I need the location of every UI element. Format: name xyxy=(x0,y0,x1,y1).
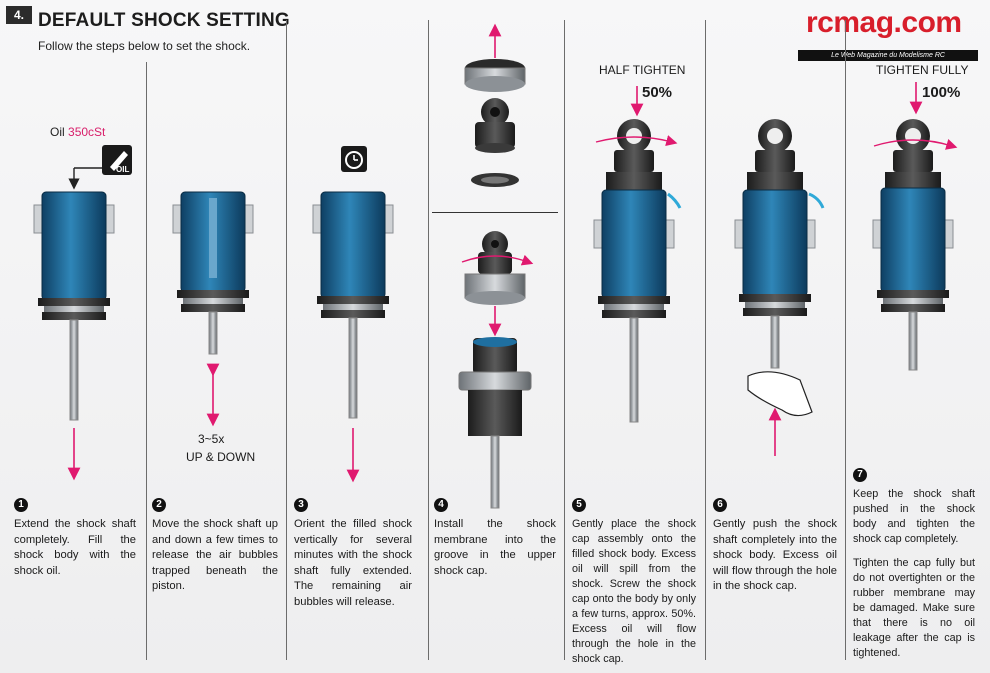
step-2: 2 Move the shock shaft up and down a few… xyxy=(152,498,278,595)
tighten-fully-percent: 100% xyxy=(922,84,961,101)
column-divider xyxy=(286,20,287,660)
logo-wordmark: rcmag.com xyxy=(806,6,962,39)
step4-assembly xyxy=(458,231,532,509)
step-1: 1 Extend the shock shaft completely. Fil… xyxy=(14,498,136,579)
logo-tagline: Le Web Magazine du Modelisme RC xyxy=(798,50,978,61)
column-divider xyxy=(428,20,429,660)
step-text: Keep the shock shaft pushed in the shock… xyxy=(853,488,975,545)
section-number: 4. xyxy=(6,6,32,24)
step-number: 4 xyxy=(434,498,448,512)
step5-shock xyxy=(593,119,682,423)
column-divider xyxy=(845,20,846,660)
step-text: Extend the shock shaft completely. Fill … xyxy=(14,518,136,577)
step-text: Gently place the shock cap assembly onto… xyxy=(572,518,696,665)
step-number: 6 xyxy=(713,498,727,512)
oil-viscosity: 350cSt xyxy=(68,125,106,139)
step-number: 2 xyxy=(152,498,166,512)
step-number: 3 xyxy=(294,498,308,512)
rcmag-logo: rcmag.com Le Web Magazine du Modelisme R… xyxy=(798,6,984,61)
tighten-fully-label: TIGHTEN FULLY xyxy=(876,63,969,77)
alarm-clock-icon xyxy=(341,146,367,172)
step3-shock xyxy=(312,191,394,419)
step7-shock xyxy=(872,119,954,371)
step6-shock xyxy=(734,119,825,369)
step-number: 7 xyxy=(853,468,867,482)
step4-divider xyxy=(432,212,558,213)
updown-text: UP & DOWN xyxy=(186,450,256,464)
step-number: 1 xyxy=(14,498,28,512)
step-text: Install the shock membrane into the groo… xyxy=(434,518,556,577)
step-text: Orient the filled shock vertically for s… xyxy=(294,518,412,608)
oil-label-prefix: Oil xyxy=(50,125,65,139)
updown-count: 3~5x xyxy=(198,432,225,446)
step-7: 7 Keep the shock shaft pushed in the sho… xyxy=(853,468,975,661)
step-note: Tighten the cap fully but do not overtig… xyxy=(853,557,975,659)
finger-icon xyxy=(747,371,813,417)
oil-bottle-text: OIL xyxy=(116,165,129,174)
column-divider xyxy=(146,62,147,660)
step-text: Gently push the shock shaft completely i… xyxy=(713,518,837,593)
step-6: 6 Gently push the shock shaft completely… xyxy=(713,498,837,595)
step2-shock xyxy=(172,191,254,355)
step4-cap-top xyxy=(464,59,526,92)
step-5: 5 Gently place the shock cap assembly on… xyxy=(572,498,696,667)
step-text: Move the shock shaft up and down a few t… xyxy=(152,518,278,593)
step4-rod-end xyxy=(475,98,515,153)
half-tighten-percent: 50% xyxy=(642,84,673,101)
oil-bottle-icon: OIL xyxy=(102,145,132,175)
step1-shock xyxy=(33,191,115,421)
oil-label: Oil 350cSt xyxy=(50,125,105,139)
column-divider xyxy=(705,20,706,660)
step-4: 4 Install the shock membrane into the gr… xyxy=(434,498,556,579)
step-number: 5 xyxy=(572,498,586,512)
step-3: 3 Orient the filled shock vertically for… xyxy=(294,498,412,611)
column-divider xyxy=(564,20,565,660)
half-tighten-label: HALF TIGHTEN xyxy=(599,63,686,77)
page-subtitle: Follow the steps below to set the shock. xyxy=(38,39,251,53)
page-title: DEFAULT SHOCK SETTING xyxy=(38,10,290,31)
